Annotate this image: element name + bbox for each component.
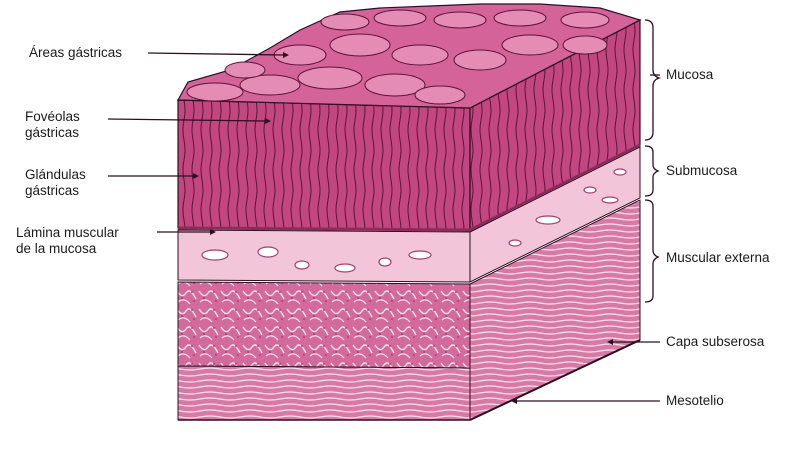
label-mucosa: Mucosa: [666, 67, 713, 83]
label-muscular-externa: Muscular externa: [666, 250, 770, 266]
label-mesotelio: Mesotelio: [666, 393, 724, 409]
label-lamina-muscular: Lámina muscular de la mucosa: [16, 225, 119, 257]
label-areas-gastricas: Áreas gástricas: [29, 45, 122, 61]
layer-brackets: [645, 20, 659, 302]
label-glandulas-gastricas: Glándulas gástricas: [25, 167, 86, 199]
label-foveolas-gastricas: Fovéolas gástricas: [25, 109, 80, 141]
label-capa-subserosa: Capa subserosa: [666, 334, 764, 350]
label-submucosa: Submucosa: [666, 163, 737, 179]
